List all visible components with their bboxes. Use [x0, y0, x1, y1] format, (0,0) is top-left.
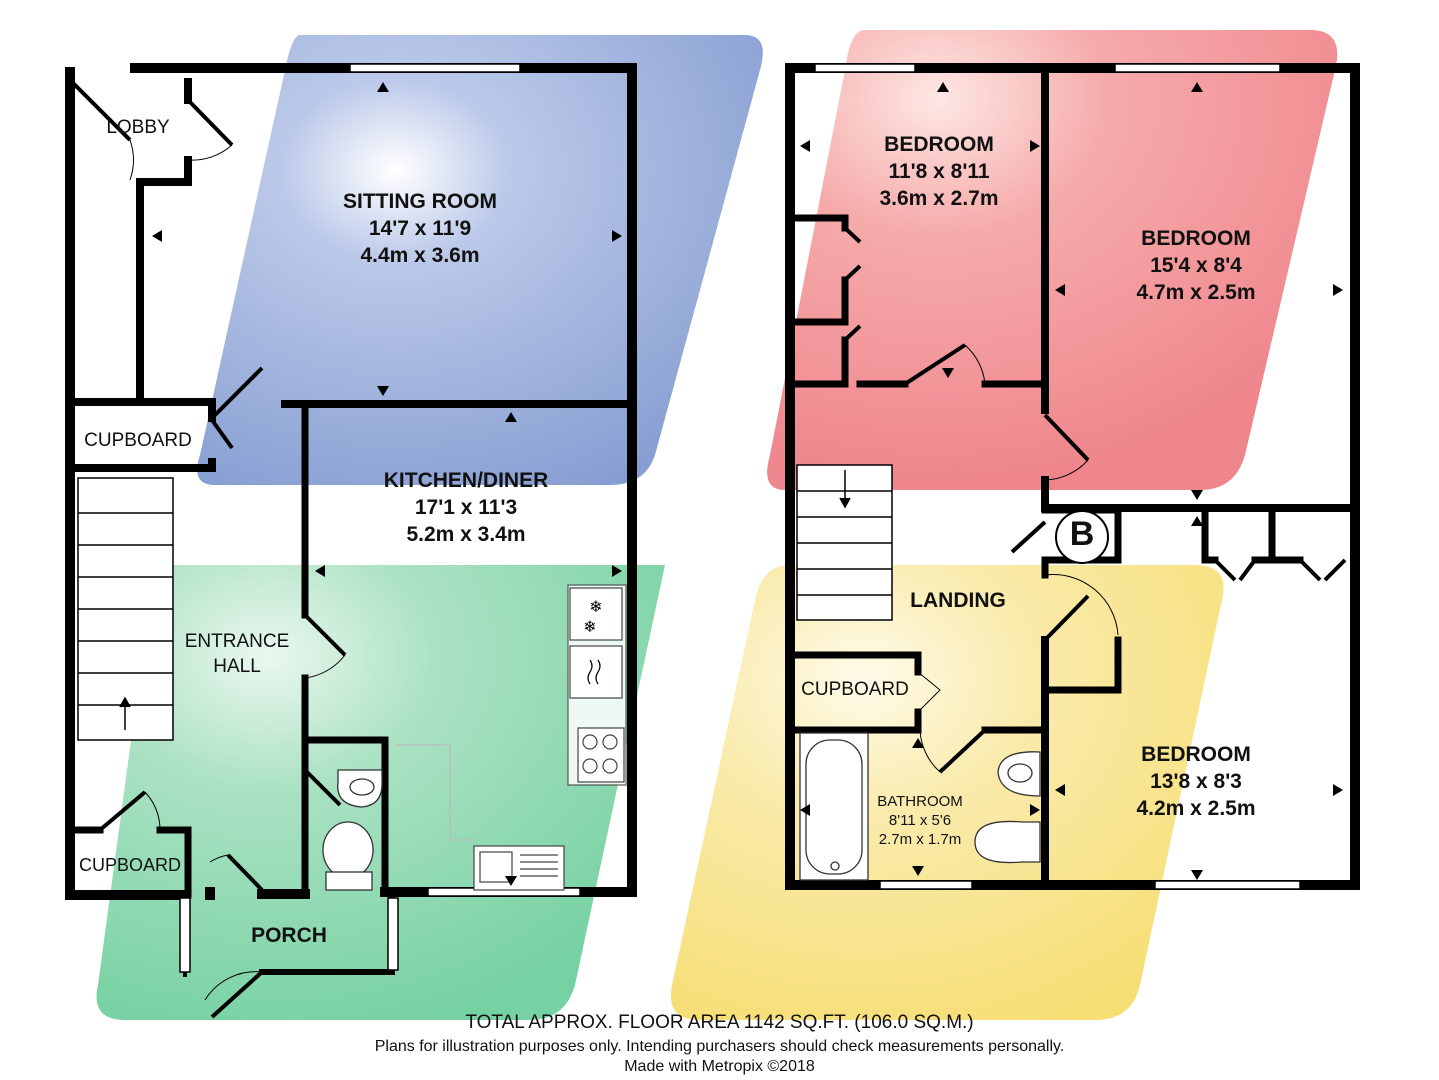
bedroom-2-window — [1114, 63, 1281, 73]
first-floor-doors — [843, 226, 1347, 774]
sitting-room-name: SITTING ROOM — [343, 190, 497, 213]
bedroom-2-metric: 4.7m x 2.5m — [1136, 281, 1256, 304]
first-floor-walls — [785, 63, 1360, 890]
first-floor-arrows — [800, 82, 1343, 880]
toilet — [974, 820, 1041, 864]
metropix-credit: Made with Metropix ©2018 — [624, 1058, 815, 1075]
boiler — [1055, 510, 1109, 564]
sink — [473, 845, 565, 891]
bathroom-imperial: 8'11 x 5'6 — [888, 812, 952, 829]
red-tile — [767, 30, 1338, 490]
bedroom-3-name: BEDROOM — [1141, 743, 1251, 766]
sitting-room-imperial: 14'7 x 11'9 — [368, 217, 472, 240]
entrance-hall-line2: HALL — [213, 656, 261, 677]
porch-label: PORCH — [251, 924, 327, 947]
bedroom-1-metric: 3.6m x 2.7m — [879, 187, 999, 210]
kitchen-fittings: ❄ ❄ — [395, 584, 627, 891]
bedroom-1-name: BEDROOM — [884, 133, 994, 156]
lobby-label: LOBBY — [106, 117, 170, 138]
sitting-room-metric: 4.4m x 3.6m — [360, 244, 480, 267]
bedroom-2-name: BEDROOM — [1141, 227, 1251, 250]
bedroom-1-window — [814, 63, 916, 73]
bathroom-fittings — [799, 732, 1041, 881]
boiler-label: B — [1069, 515, 1095, 553]
svg-text:❄: ❄ — [589, 599, 602, 616]
kitchen-diner-imperial: 17'1 x 11'3 — [414, 496, 518, 519]
ground-floor-windows — [179, 63, 581, 973]
porch-window-right — [387, 897, 399, 971]
wc-fittings — [322, 769, 383, 891]
background-tiles — [96, 30, 1338, 1020]
bedroom-2-imperial: 15'4 x 8'4 — [1150, 254, 1242, 277]
ground-floor-doors — [68, 78, 347, 1019]
ground-floor-arrows — [152, 82, 622, 886]
bathroom-window — [879, 880, 973, 890]
ground-floor-stairs — [77, 477, 174, 741]
cupboard-hall-label: CUPBOARD — [84, 430, 192, 451]
cupboard-porch-label: CUPBOARD — [78, 855, 182, 875]
kitchen-diner-metric: 5.2m x 3.4m — [406, 523, 526, 546]
bathroom-name: BATHROOM — [877, 793, 963, 810]
bedroom-3-metric: 4.2m x 2.5m — [1136, 797, 1256, 820]
fridge-freezer — [569, 587, 623, 641]
first-floor-stairs — [796, 464, 893, 621]
blue-tile — [197, 35, 763, 485]
total-floor-area: TOTAL APPROX. FLOOR AREA 1142 SQ.FT. (10… — [465, 1012, 974, 1033]
landing-label: LANDING — [910, 589, 1006, 612]
entrance-hall-line1: ENTRANCE — [184, 631, 290, 652]
bathroom-metric: 2.7m x 1.7m — [878, 831, 962, 848]
bedroom-1-imperial: 11'8 x 8'11 — [888, 160, 990, 183]
microwave — [569, 645, 623, 699]
first-floor-windows — [814, 63, 1301, 890]
yellow-tile — [670, 565, 1224, 1020]
kitchen-diner-name: KITCHEN/DINER — [383, 469, 549, 492]
hob — [577, 727, 625, 783]
bedroom-3-window — [1154, 880, 1301, 890]
svg-text:❄: ❄ — [583, 619, 596, 636]
sitting-room-window — [349, 63, 521, 73]
disclaimer: Plans for illustration purposes only. In… — [374, 1038, 1065, 1055]
porch-window-left — [179, 897, 191, 973]
cupboard-landing-label: CUPBOARD — [801, 679, 909, 700]
bedroom-3-imperial: 13'8 x 8'3 — [1150, 770, 1242, 793]
